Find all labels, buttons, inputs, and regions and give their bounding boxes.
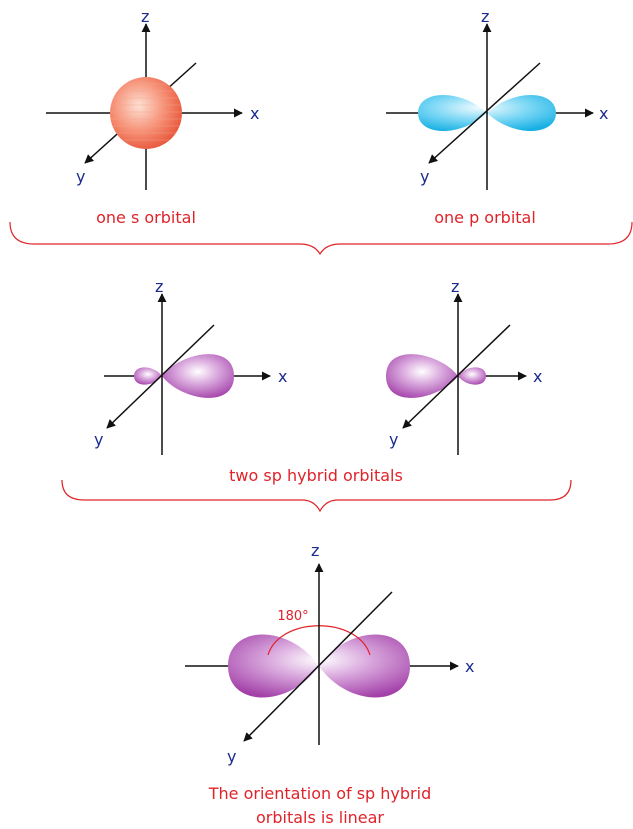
z-axis-label: z [451,277,459,296]
p-orbital-panel: z x y one p orbital [386,7,608,227]
s-orbital-panel: z x y one s orbital [46,7,259,227]
x-axis-label: x [278,367,287,386]
s-orbital-sphere [110,77,182,149]
linear-caption-line2: orbitals is linear [256,808,384,827]
y-axis-label: y [420,167,429,186]
y-axis-label: y [227,747,236,766]
angle-label: 180° [277,609,308,624]
y-axis-label: y [94,430,103,449]
sp-large-lobe [162,354,234,398]
z-axis-label: z [141,7,149,26]
x-axis-label: x [250,104,259,123]
sp-hybrid-panel-right: z x y [386,277,542,455]
y-axis-label: y [76,167,85,186]
z-axis-label: z [481,7,489,26]
z-axis-label: z [155,277,163,296]
x-axis-label: x [599,104,608,123]
p-orbital-caption: one p orbital [434,208,536,227]
z-axis-label: z [311,541,319,560]
sp-small-lobe [134,367,162,384]
x-axis-label: x [533,367,542,386]
linear-caption-line1: The orientation of sp hybrid [208,784,431,803]
x-axis-label: x [465,657,474,676]
s-orbital-caption: one s orbital [96,208,196,227]
sp-small-lobe [458,367,486,384]
y-axis-label: y [389,430,398,449]
sp-hybrids-caption: two sp hybrid orbitals [229,466,403,485]
sp-large-lobe [386,354,458,398]
sp-hybrid-panel-left: z x y [94,277,287,455]
linear-sp-panel: z x y 180° [185,541,474,766]
